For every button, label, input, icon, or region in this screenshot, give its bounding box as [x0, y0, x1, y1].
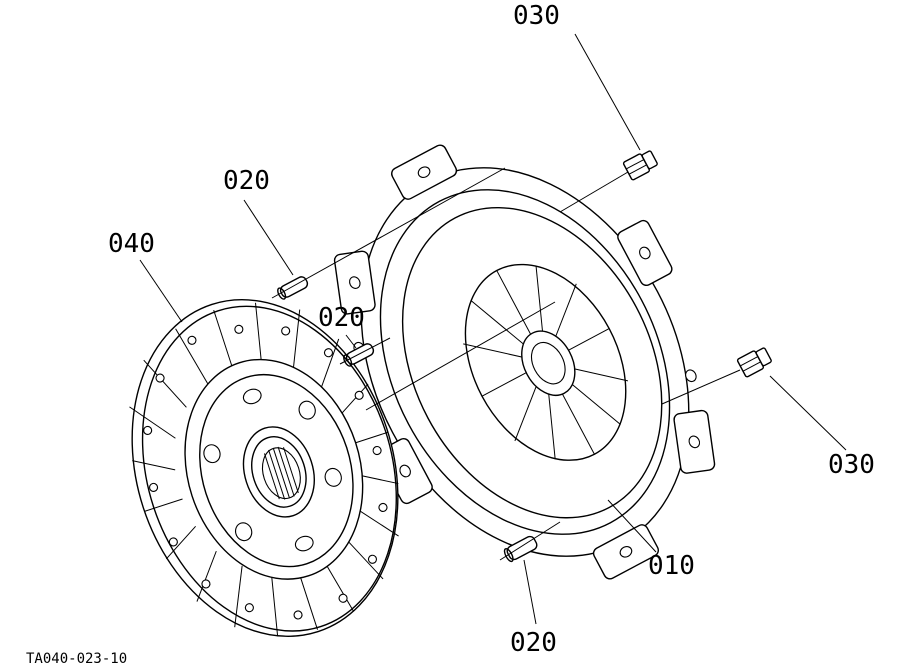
- hub-spring-windows: [203, 388, 342, 552]
- callout-020-middle: 020: [318, 303, 365, 333]
- callout-040: 040: [108, 229, 155, 259]
- callout-020-bottom: 020: [510, 628, 557, 658]
- diagram-reference-code: TA040-023-10: [26, 651, 128, 667]
- callout-030-top: 030: [513, 1, 560, 31]
- clutch-disc: [129, 299, 399, 637]
- callout-010: 010: [648, 551, 695, 581]
- bolt-top: [622, 150, 658, 181]
- callout-020-upper: 020: [223, 166, 270, 196]
- bolt-right: [736, 347, 772, 378]
- dowel-pin-upper: [277, 276, 309, 300]
- assembly-axis-lines: [271, 167, 741, 561]
- pressure-plate-assembly: [333, 144, 716, 580]
- callout-030-right: 030: [828, 450, 875, 480]
- disc-rivets: [143, 324, 388, 620]
- leader-lines: [139, 33, 847, 625]
- hub-splines: [264, 446, 299, 500]
